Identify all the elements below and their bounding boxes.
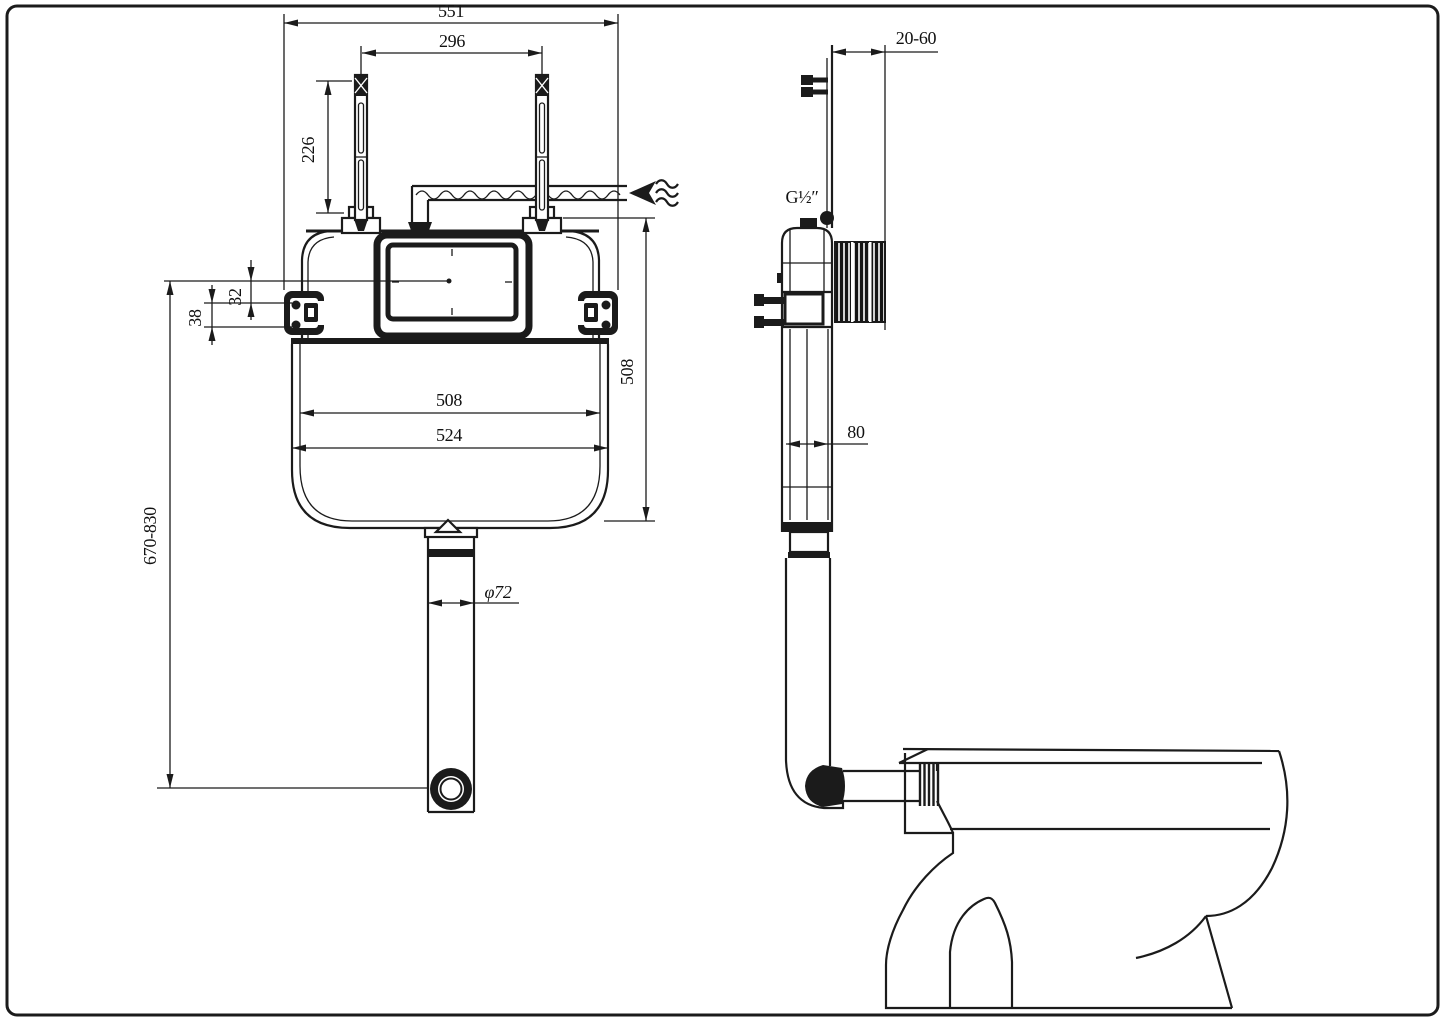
inlet-fitting [800, 211, 834, 228]
dim-tank-outer-width: 524 [292, 425, 608, 452]
access-panel [373, 231, 533, 340]
dim-label-551: 551 [438, 1, 464, 21]
side-bracket-right [576, 291, 618, 335]
dim-tank-depth: 80 [786, 422, 868, 448]
elbow-cap [805, 765, 845, 807]
dim-rod-length: 226 [298, 80, 352, 214]
flush-pipe [423, 518, 479, 814]
top-fixing-bolts [801, 75, 828, 97]
dim-label-296: 296 [439, 31, 465, 51]
dim-bracket-offset: 32 38 [185, 260, 292, 345]
dim-overall-width: 551 [283, 1, 619, 290]
dim-label-226: 226 [298, 137, 318, 163]
dim-install-height: 670-830 [140, 281, 174, 788]
wall-hatch-block [834, 241, 886, 323]
dim-label-20-60: 20-60 [896, 28, 937, 48]
hanger-rod-left [353, 46, 369, 222]
side-flush-pipe [784, 530, 919, 810]
outlet-port [430, 768, 472, 810]
inlet-thread-label: G½″ [785, 187, 818, 207]
dim-label-32: 32 [225, 288, 245, 305]
dim-wall-clearance: 20-60 [832, 28, 938, 56]
front-view: 551 296 226 32 38 [140, 1, 679, 814]
side-view: 20-60 G½″ 80 [754, 28, 1289, 1010]
dim-tank-height: 508 [563, 217, 655, 522]
dim-pipe-diameter: φ72 [428, 582, 519, 607]
dim-label-phi72: φ72 [484, 582, 511, 602]
cistern-side-profile [777, 226, 834, 532]
hanger-rod-right [534, 46, 550, 222]
center-reference-line [164, 278, 452, 284]
side-bracket-left [284, 291, 326, 335]
toilet-bowl [884, 747, 1289, 1010]
drawing-border [5, 4, 1440, 1017]
water-supply-hose [408, 184, 627, 233]
dim-label-508w: 508 [436, 390, 462, 410]
dim-label-524: 524 [436, 425, 462, 445]
dim-rod-spacing: 296 [362, 31, 542, 57]
dim-label-508h: 508 [617, 359, 637, 385]
side-fixing-bolts [754, 294, 784, 328]
water-inlet-arrow-icon [629, 179, 679, 207]
dim-tank-inner-width: 508 [300, 390, 600, 417]
dim-label-670-830: 670-830 [140, 507, 160, 565]
spigot-gasket [918, 764, 940, 806]
dim-label-80: 80 [847, 422, 865, 442]
dim-label-38: 38 [185, 309, 205, 327]
